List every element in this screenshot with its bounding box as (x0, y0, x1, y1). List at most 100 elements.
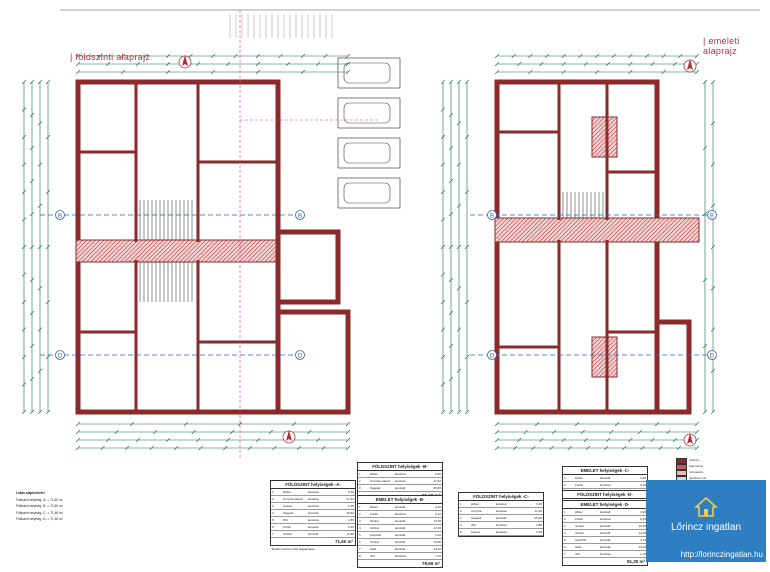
dimension-tick (345, 429, 351, 435)
dimension-tick (644, 53, 650, 59)
legend-swatch (676, 458, 687, 464)
notes-line: Földszint helyiség -A- = 71,60 m² (16, 497, 63, 502)
room-table-cell: 12,40 (534, 509, 542, 513)
room-table-cell: WC (471, 523, 477, 527)
dimension-tick (672, 437, 677, 443)
dimension-tick (29, 277, 35, 283)
room-table-cell: 1 (564, 476, 566, 480)
dimension-tick (120, 69, 126, 75)
room-table-cell: kerámia (495, 523, 507, 527)
dimension-tick (440, 107, 446, 112)
room-table-cell: 2,15 (348, 504, 354, 508)
room-table-title: FÖLDSZINT helyiségek -D- (563, 491, 647, 499)
room-table-cell: Előtér (283, 490, 291, 494)
section-mark-label: B (710, 214, 714, 220)
dimension-tick (710, 121, 716, 126)
dimension-tick (650, 437, 655, 443)
room-table-cell: 12,30 (638, 531, 646, 535)
dimension-tick (98, 53, 103, 59)
ground-floor-title: | földszinti alaprajz (70, 52, 150, 62)
ground-floor-title-text: földszinti alaprajz (75, 52, 151, 62)
dimension-tick (464, 409, 470, 415)
dimension-tick (152, 429, 158, 435)
dimension-tick (230, 429, 235, 435)
room-table-cell: 10,80 (433, 540, 441, 544)
room-table-cell: 3,20 (640, 476, 646, 480)
net-area-summary: Épület összes nettó alapterülete (272, 547, 315, 551)
dimension-tick (21, 299, 27, 305)
room-table-cell: laminált (599, 531, 611, 535)
legend-label: hőszigetelés (689, 471, 704, 475)
notes-heading: Lakás alapterületei (16, 491, 45, 495)
room-table-cell: kerámia (599, 517, 611, 521)
room-table-cell: 3,20 (640, 510, 646, 514)
room-table-cell: 4,10 (640, 538, 646, 542)
dimension-tick (456, 162, 462, 167)
room-table-cell: Fürdő (575, 483, 583, 487)
dimension-tick (456, 286, 462, 291)
room-table-cell: Konyha-étkező (370, 479, 391, 483)
notes-line: Földszint helyiség -D- = 71,60 m² (16, 517, 63, 521)
wall-section (75, 239, 281, 263)
dimension-tick (464, 354, 470, 360)
parking-bay (337, 97, 401, 129)
dimension-tick (710, 286, 716, 291)
room-table-cell: 6,45 (348, 490, 354, 494)
room-table-title: FÖLDSZINT helyiségek -C- (459, 493, 543, 501)
dimension-tick (694, 69, 700, 75)
room-table-cell: 27,62 (346, 497, 354, 501)
dimension-tick (210, 69, 216, 75)
room-table-cell: Szoba (575, 531, 584, 535)
dimension-tick (448, 244, 454, 250)
dimension-tick (661, 53, 666, 59)
room-table-cell: kerámia (307, 504, 319, 508)
dimension-tick (561, 61, 566, 67)
dimension-tick (21, 217, 27, 222)
room-table-cell: 6,10 (435, 512, 441, 516)
room-table-cell: Nappali (370, 486, 381, 490)
dimension-tick (75, 437, 81, 443)
room-table-cell: kerámia (394, 479, 406, 483)
wall (654, 319, 692, 415)
dimension-tick (315, 437, 321, 443)
dimension-tick (300, 53, 306, 59)
dimension-tick (710, 203, 716, 208)
dimension-lines (21, 53, 716, 451)
dimension-tick (195, 437, 201, 443)
north-arrow-icon (286, 430, 292, 441)
wall-section (494, 217, 700, 243)
room-table-cell: 7 (564, 552, 566, 556)
dimension-tick (272, 445, 277, 451)
room-table-cell: 3 (359, 486, 361, 490)
dimension-tick (21, 189, 27, 195)
room-table-cell: 5 (460, 530, 462, 534)
dimension-tick (702, 145, 708, 151)
car-icon (343, 102, 391, 124)
section-mark (55, 350, 65, 360)
room-table-cell: 1,70 (435, 554, 441, 558)
legend-swatch (676, 470, 687, 476)
room-table-cell: Szoba (283, 532, 292, 536)
dimension-tick (37, 368, 43, 373)
dimension-tick (456, 121, 462, 126)
room-table-cell: 12,30 (433, 526, 441, 530)
dimension-tick (594, 69, 600, 75)
house-icon (694, 496, 718, 517)
north-arrow-icon (687, 59, 693, 70)
dimension-tick (124, 445, 130, 451)
room-table-cell: kerámia (495, 530, 507, 534)
upper-floor-title-text: emeleti alaprajz (703, 36, 740, 56)
room-table-cell: Háló (575, 545, 582, 549)
dimension-tick (448, 145, 454, 151)
title-rule-icon: | (70, 52, 73, 62)
